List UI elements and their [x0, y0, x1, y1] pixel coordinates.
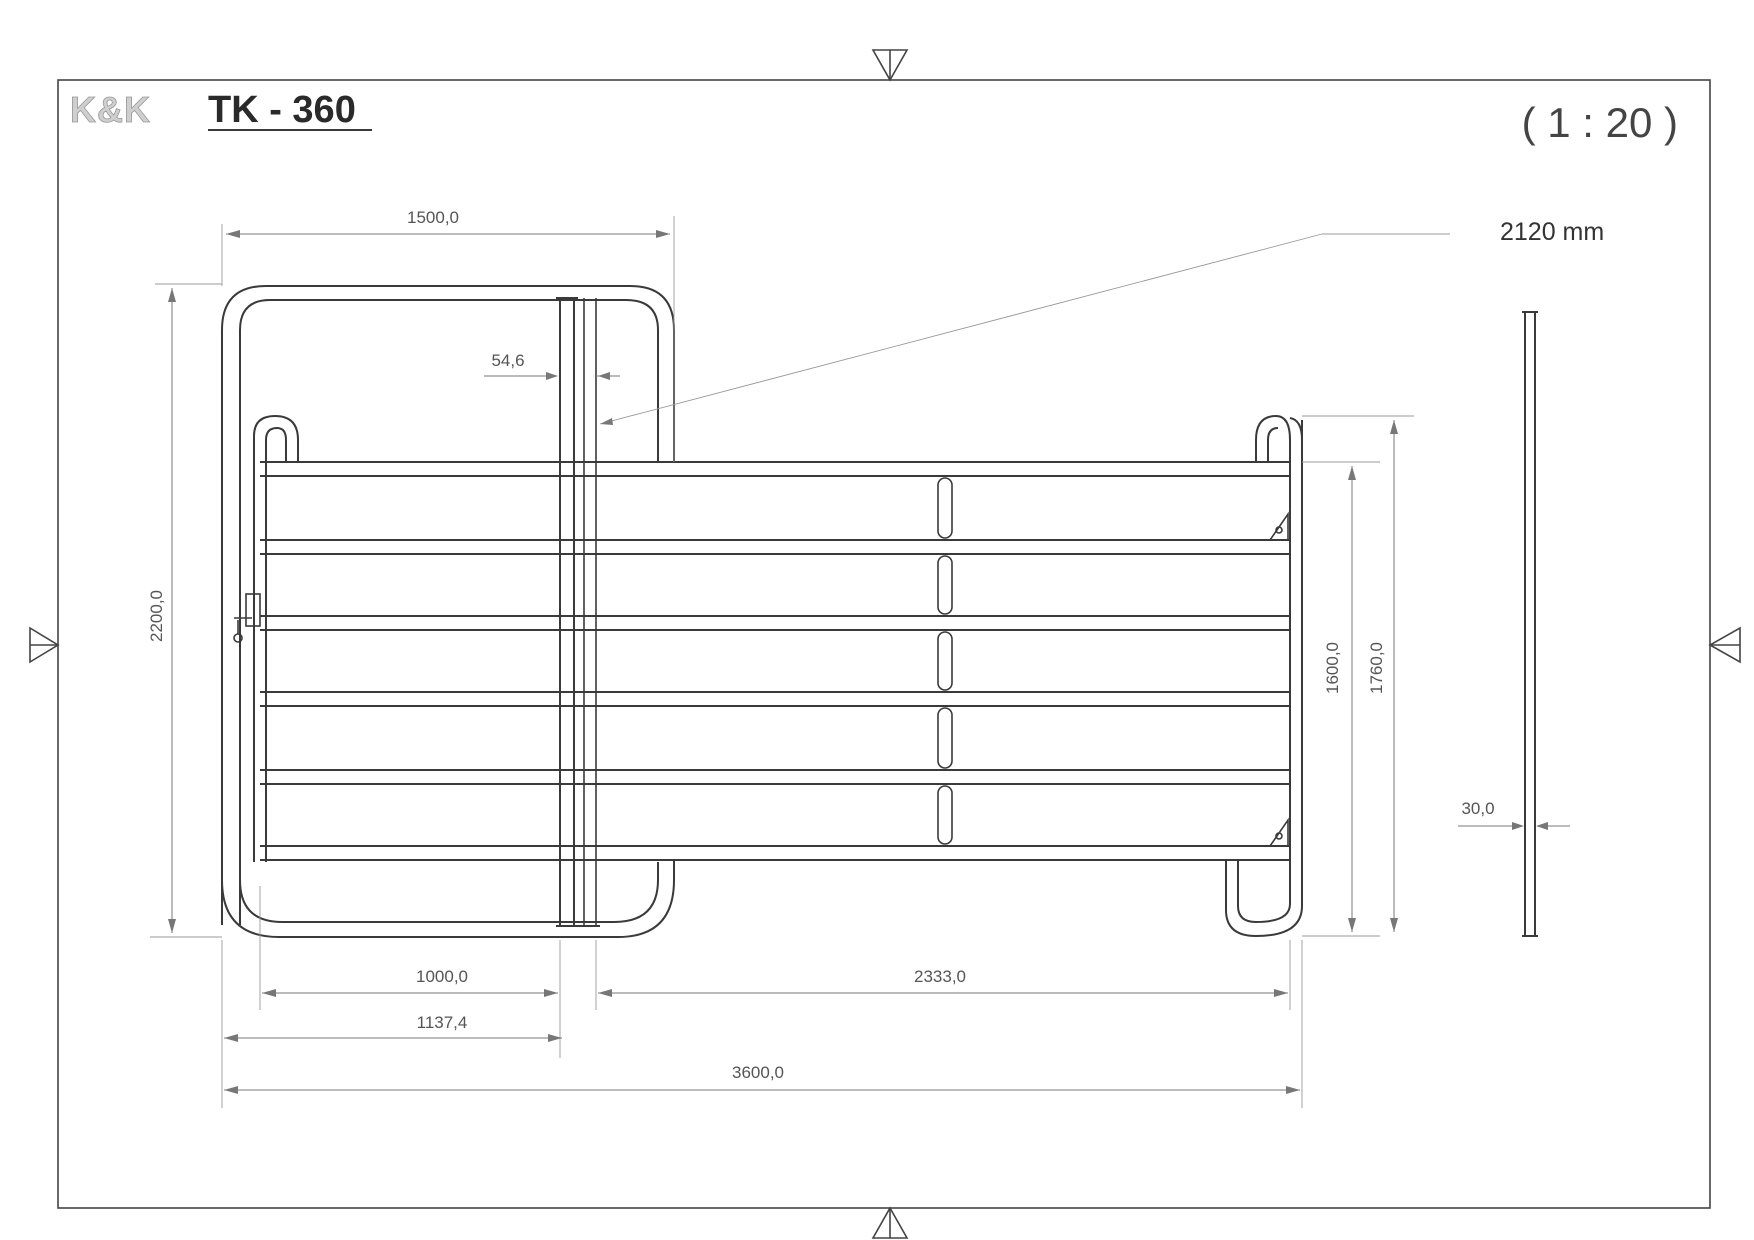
gate-frame — [221, 285, 675, 938]
dim-gate-inner-width: 1000,0 — [416, 967, 468, 986]
drawing-frame — [57, 79, 1711, 1209]
connector-brackets — [1268, 511, 1289, 847]
dim-total-length: 3600,0 — [732, 1063, 784, 1082]
panel-rails — [260, 461, 1290, 861]
center-stays — [937, 477, 953, 845]
brand-logo: K&K — [70, 89, 151, 130]
side-view-post — [1522, 311, 1538, 937]
dim-side-thickness: 30,0 — [1461, 799, 1494, 818]
dim-gate-width: 1500,0 — [407, 208, 459, 227]
dim-panel-height: 1600,0 — [1323, 642, 1342, 694]
model-title: TK - 360 — [208, 89, 356, 131]
left-end-post — [253, 414, 299, 862]
hinge-post — [556, 297, 600, 927]
scale-label: ( 1 : 20 ) — [1522, 99, 1678, 146]
dim-gate-height: 2200,0 — [147, 590, 166, 642]
right-end-post — [1225, 414, 1303, 938]
dim-panel-section: 2333,0 — [914, 967, 966, 986]
dim-gate-outer-width: 1137,4 — [417, 1013, 468, 1032]
dimension-lines — [150, 216, 1570, 1108]
dim-panel-total-height: 1760,0 — [1367, 642, 1386, 694]
gate-latch — [233, 593, 261, 643]
frame-center-marks — [29, 49, 1741, 1239]
callout-length: 2120 mm — [1500, 218, 1604, 246]
dim-post-gap: 54,6 — [491, 351, 524, 370]
